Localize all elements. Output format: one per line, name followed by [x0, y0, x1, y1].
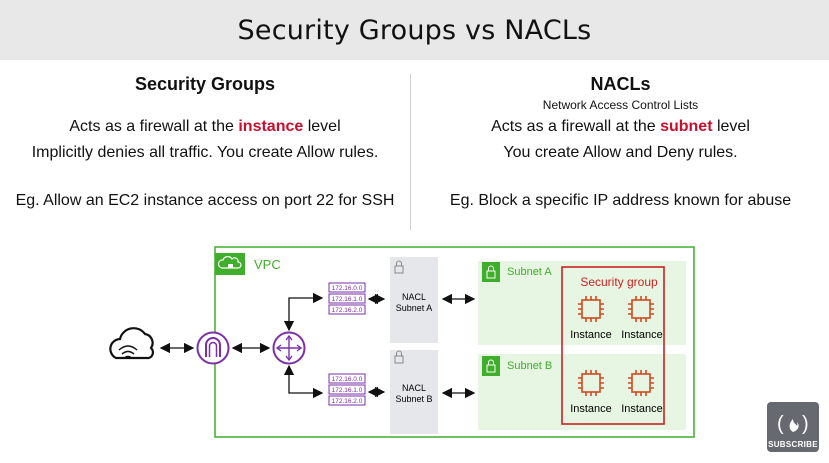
- nacl-a-line1: NACL: [402, 292, 426, 302]
- sg-line1-highlight: instance: [238, 118, 304, 135]
- instance-label: Instance: [570, 329, 612, 341]
- vpc-label: VPC: [254, 257, 281, 272]
- ip-entry: 172.16.2.0: [332, 398, 363, 405]
- nacls-subtitle: Network Access Control Lists: [542, 98, 699, 112]
- ip-list-b: 172.16.0.0 172.16.1.0 172.16.2.0: [328, 373, 366, 406]
- nacls-column: NACLs Network Access Control Lists Acts …: [412, 74, 829, 214]
- ip-list-a: 172.16.0.0 172.16.1.0 172.16.2.0: [328, 282, 366, 315]
- subnet-a-badge: [482, 262, 500, 282]
- nacl-a-box: [390, 257, 438, 343]
- subnet-b-badge: [482, 356, 500, 376]
- nacl-line1-post: level: [712, 118, 750, 135]
- security-groups-line1: Acts as a firewall at the instance level: [0, 114, 410, 140]
- instance-label: Instance: [621, 329, 663, 341]
- instance-label: Instance: [570, 403, 612, 415]
- subnet-a-label: Subnet A: [507, 266, 552, 278]
- security-groups-column: Security Groups Acts as a firewall at th…: [0, 74, 410, 214]
- instance-label: Instance: [621, 403, 663, 415]
- svg-text:(: (: [777, 413, 784, 435]
- page-title: Security Groups vs NACLs: [237, 14, 592, 46]
- nacl-line1-pre: Acts as a firewall at the: [491, 118, 661, 135]
- nacl-line1-highlight: subnet: [660, 118, 713, 135]
- nacl-b-line2: Subnet B: [395, 394, 432, 404]
- nacl-a-line2: Subnet A: [396, 303, 433, 313]
- nacls-line1: Acts as a firewall at the subnet level: [412, 114, 829, 140]
- security-group-label: Security group: [580, 275, 658, 289]
- internet-gateway-icon: [196, 331, 230, 365]
- sg-line1-post: level: [303, 118, 341, 135]
- nacl-b-line1: NACL: [402, 383, 426, 393]
- nacls-example: Eg. Block a specific IP address known fo…: [449, 192, 792, 209]
- connector-arrow: [283, 364, 324, 399]
- column-divider: [410, 74, 411, 230]
- security-group-box: [561, 266, 665, 425]
- ip-entry: 172.16.1.0: [332, 387, 363, 394]
- header-bar: Security Groups vs NACLs: [0, 0, 829, 60]
- ip-entry: 172.16.0.0: [332, 376, 363, 383]
- vpc-cloud-lock-icon: [217, 256, 242, 269]
- cloud-icon: [109, 327, 154, 360]
- nacls-heading: NACLs: [590, 74, 651, 94]
- security-groups-line2: Implicitly denies all traffic. You creat…: [31, 144, 379, 161]
- router-icon: [272, 331, 306, 365]
- subscribe-badge[interactable]: ( ) SUBSCRIBE: [767, 402, 819, 452]
- security-groups-heading: Security Groups: [134, 74, 276, 94]
- ip-entry: 172.16.0.0: [332, 285, 363, 292]
- nacls-line2: You create Allow and Deny rules.: [503, 144, 738, 161]
- ip-entry: 172.16.2.0: [332, 307, 363, 314]
- nacl-b-box: [390, 350, 438, 434]
- sg-line1-pre: Acts as a firewall at the: [69, 118, 239, 135]
- fcc-logo-icon: ( ): [777, 413, 809, 435]
- subscribe-label: SUBSCRIBE: [768, 440, 818, 449]
- svg-text:): ): [802, 413, 809, 435]
- security-groups-example: Eg. Allow an EC2 instance access on port…: [15, 192, 395, 209]
- subnet-b-label: Subnet B: [507, 360, 552, 372]
- connector-arrow: [283, 292, 324, 332]
- ip-entry: 172.16.1.0: [332, 296, 363, 303]
